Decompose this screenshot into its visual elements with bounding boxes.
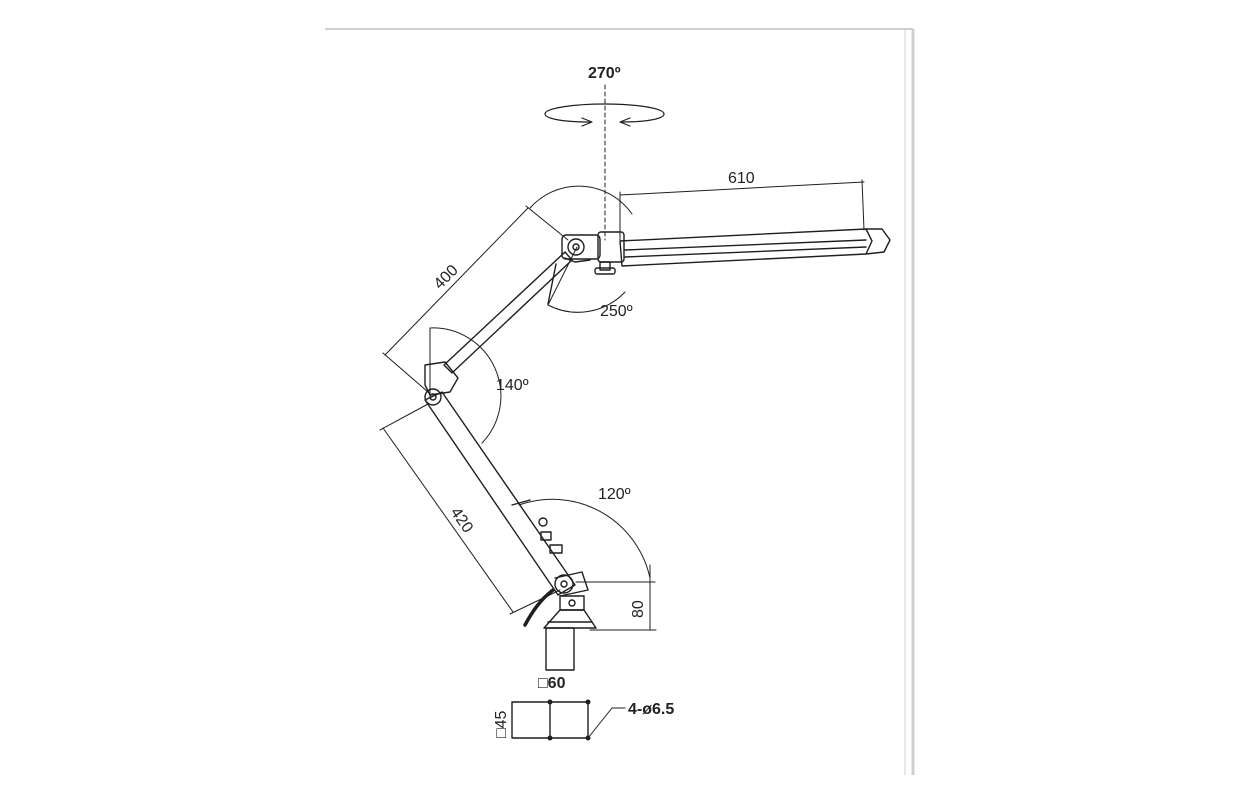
label-80: 80 [630, 600, 647, 618]
rotation-270-arrow [544, 103, 665, 127]
label-120: 120º [598, 486, 631, 503]
label-holes: 4-ø6.5 [628, 701, 674, 718]
upper-arm [443, 251, 573, 374]
label-610: 610 [728, 170, 755, 187]
label-400: 400 [431, 262, 462, 293]
dim-80 [589, 564, 657, 631]
base-joint [554, 571, 589, 611]
label-square-45: □45 [493, 710, 510, 738]
arc-140 [429, 327, 502, 444]
arc-250 [529, 185, 633, 313]
dim-420 [379, 403, 561, 615]
mounting-plate [511, 699, 626, 741]
label-250: 250º [600, 303, 633, 320]
power-cable [523, 588, 555, 627]
arc-120 [518, 498, 651, 583]
base-clamp [543, 609, 597, 671]
head-joint [561, 231, 625, 275]
label-420: 420 [447, 505, 476, 537]
label-140: 140º [496, 377, 529, 394]
lamp-head [619, 228, 891, 267]
label-square-60: □60 [538, 675, 566, 692]
dim-400 [382, 205, 569, 393]
dim-610 [619, 179, 865, 241]
lower-arm [424, 391, 576, 596]
sheet-frame [325, 28, 915, 775]
label-rotation-270: 270º [588, 65, 621, 82]
